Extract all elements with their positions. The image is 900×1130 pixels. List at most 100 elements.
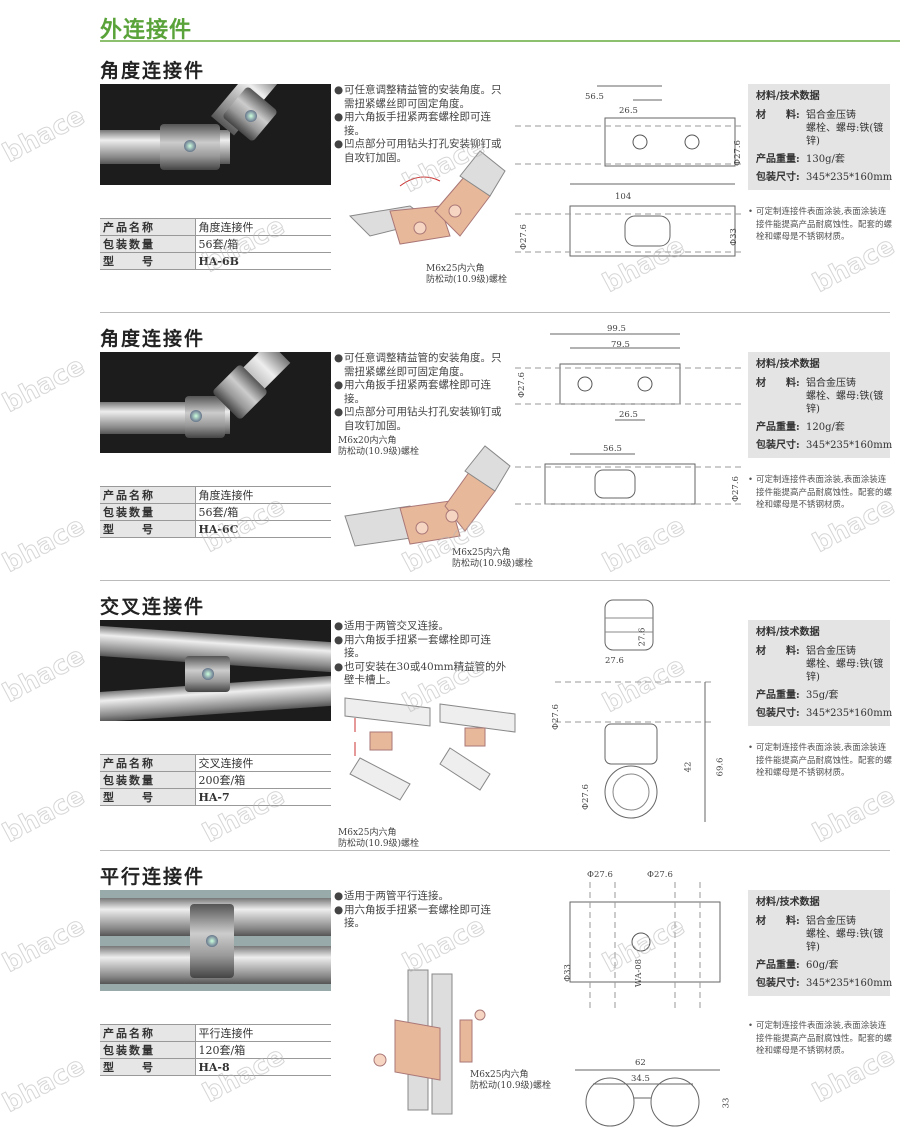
feature-list: ●可任意调整精益管的安装角度。只需扭紧螺丝即可固定角度。●用六角扳手扭紧两套螺栓… <box>334 352 509 433</box>
feature-item: ●用六角扳手扭紧两套螺栓即可连接。 <box>334 111 509 138</box>
product-photo <box>100 890 331 991</box>
dimension-label: Φ27.6 <box>647 870 673 880</box>
size-value: 345*235*160mm <box>806 978 893 989</box>
feature-item: ●凹点部分可用钻头打孔安装铆钉或自攻钉加固。 <box>334 138 509 165</box>
size-label: 包装尺寸: <box>756 978 800 989</box>
dimension-label: 69.6 <box>715 757 726 777</box>
material-value: 铝合金压铸 <box>806 916 856 927</box>
feature-item: ●适用于两管平行连接。 <box>334 890 509 904</box>
dimension-label: WA-08 <box>634 958 645 988</box>
qty-label: 包装数量 <box>100 1041 196 1059</box>
name-label: 产品名称 <box>100 218 196 236</box>
bullet-icon: ● <box>334 352 344 364</box>
spec-header: 材料/技术数据 <box>756 91 820 102</box>
bullet-icon: • <box>748 1021 754 1031</box>
note-text: 可定制连接件表面涂装,表面涂装连接件能提高产品耐腐蚀性。配套的螺栓和螺母是不锈钢… <box>756 475 893 510</box>
dimension-label: 104 <box>615 192 632 202</box>
model-value: HA-6B <box>195 252 331 270</box>
dimension-label: 99.5 <box>607 324 626 334</box>
coating-note: •可定制连接件表面涂装,表面涂装连接件能提高产品耐腐蚀性。配套的螺栓和螺母是不锈… <box>748 1020 893 1058</box>
feature-text: 凹点部分可用钻头打孔安装铆钉或自攻钉加固。 <box>344 138 502 164</box>
page-title: 外连接件 <box>100 17 193 43</box>
dimension-label: Φ27.6 <box>516 372 527 398</box>
dimension-label: 26.5 <box>619 106 638 116</box>
material-value: 铝合金压铸 <box>806 378 856 389</box>
exploded-illustration <box>344 697 516 801</box>
bullet-icon: ● <box>334 379 344 391</box>
feature-text: 用六角扳手扭紧两套螺栓即可连接。 <box>344 111 491 137</box>
dimension-label: Φ33 <box>562 964 573 982</box>
dimension-label: Φ27.6 <box>587 870 613 880</box>
bullet-icon: ● <box>334 633 344 646</box>
table-row: 产品名称角度连接件 <box>100 486 331 504</box>
feature-item: ●用六角扳手扭紧一套螺栓即可连接。 <box>334 634 509 661</box>
feature-text: 也可安装在30或40mm精益管的外壁卡槽上。 <box>344 660 507 687</box>
exploded-illustration <box>373 969 486 1115</box>
qty-label: 包装数量 <box>100 503 196 521</box>
size-label: 包装尺寸: <box>756 440 800 451</box>
qty-value: 120套/箱 <box>195 1041 331 1059</box>
bullet-icon: ● <box>334 84 344 96</box>
bullet-icon: ● <box>334 660 344 673</box>
dimension-label: Φ27.6 <box>518 224 529 250</box>
note-text: 可定制连接件表面涂装,表面涂装连接件能提高产品耐腐蚀性。配套的螺栓和螺母是不锈钢… <box>756 1021 893 1056</box>
feature-list: ●可任意调整精益管的安装角度。只需扭紧螺丝即可固定角度。●用六角扳手扭紧两套螺栓… <box>334 84 509 165</box>
product-photo <box>100 620 331 721</box>
material-label: 材 料: <box>756 646 800 657</box>
qty-label: 包装数量 <box>100 235 196 253</box>
bullet-icon: ● <box>334 138 344 150</box>
exploded-illustration <box>344 445 511 547</box>
name-value: 平行连接件 <box>195 1024 331 1042</box>
model-label: 型 号 <box>100 1058 196 1076</box>
bolt-callout: M6x25内六角 防松动(10.9级)螺栓 <box>470 1070 552 1091</box>
feature-text: 用六角扳手扭紧一套螺栓即可连接。 <box>344 903 491 930</box>
bolt-callout: M6x25内六角 防松动(10.9级)螺栓 <box>452 548 534 569</box>
material-label: 材 料: <box>756 378 800 389</box>
fastener-material: 螺栓、螺母:铁(镀锌) <box>806 391 884 415</box>
size-label: 包装尺寸: <box>756 172 800 183</box>
model-label: 型 号 <box>100 252 196 270</box>
weight-label: 产品重量: <box>756 690 800 701</box>
feature-text: 可任意调整精益管的安装角度。只需扭紧螺丝即可固定角度。 <box>344 84 502 110</box>
fastener-material: 螺栓、螺母:铁(镀锌) <box>806 659 884 683</box>
dimension-label: 27.6 <box>637 627 648 647</box>
section-divider <box>100 850 890 851</box>
coating-note: •可定制连接件表面涂装,表面涂装连接件能提高产品耐腐蚀性。配套的螺栓和螺母是不锈… <box>748 474 893 512</box>
fastener-material: 螺栓、螺母:铁(镀锌) <box>806 929 884 953</box>
material-spec-box: 材料/技术数据 材 料:铝合金压铸螺栓、螺母:铁(镀锌) 产品重量:60g/套 … <box>748 890 893 996</box>
model-label: 型 号 <box>100 520 196 538</box>
qty-value: 56套/箱 <box>195 235 331 253</box>
qty-label: 包装数量 <box>100 771 196 789</box>
product-photo <box>100 352 331 453</box>
material-label: 材 料: <box>756 110 800 121</box>
feature-list: ●适用于两管交叉连接。●用六角扳手扭紧一套螺栓即可连接。●也可安装在30或40m… <box>334 620 509 688</box>
weight-label: 产品重量: <box>756 154 800 165</box>
name-label: 产品名称 <box>100 754 196 772</box>
coating-note: •可定制连接件表面涂装,表面涂装连接件能提高产品耐腐蚀性。配套的螺栓和螺母是不锈… <box>748 206 893 244</box>
name-value: 角度连接件 <box>195 486 331 504</box>
weight-value: 60g/套 <box>806 960 839 971</box>
dimension-label: 27.6 <box>605 656 624 666</box>
product-title: 角度连接件 <box>100 60 206 82</box>
bolt-callout: M6x25内六角 防松动(10.9级)螺栓 <box>338 828 420 849</box>
product-title: 交叉连接件 <box>100 596 206 618</box>
table-row: 产品名称角度连接件 <box>100 218 331 236</box>
title-divider <box>100 40 900 42</box>
dimension-label: 42 <box>683 761 694 773</box>
size-label: 包装尺寸: <box>756 708 800 719</box>
dimension-label: Φ27.6 <box>580 784 591 810</box>
material-label: 材 料: <box>756 916 800 927</box>
dimension-label: Φ27.6 <box>550 704 561 730</box>
note-text: 可定制连接件表面涂装,表面涂装连接件能提高产品耐腐蚀性。配套的螺栓和螺母是不锈钢… <box>756 207 893 242</box>
weight-label: 产品重量: <box>756 960 800 971</box>
product-title: 平行连接件 <box>100 866 206 888</box>
